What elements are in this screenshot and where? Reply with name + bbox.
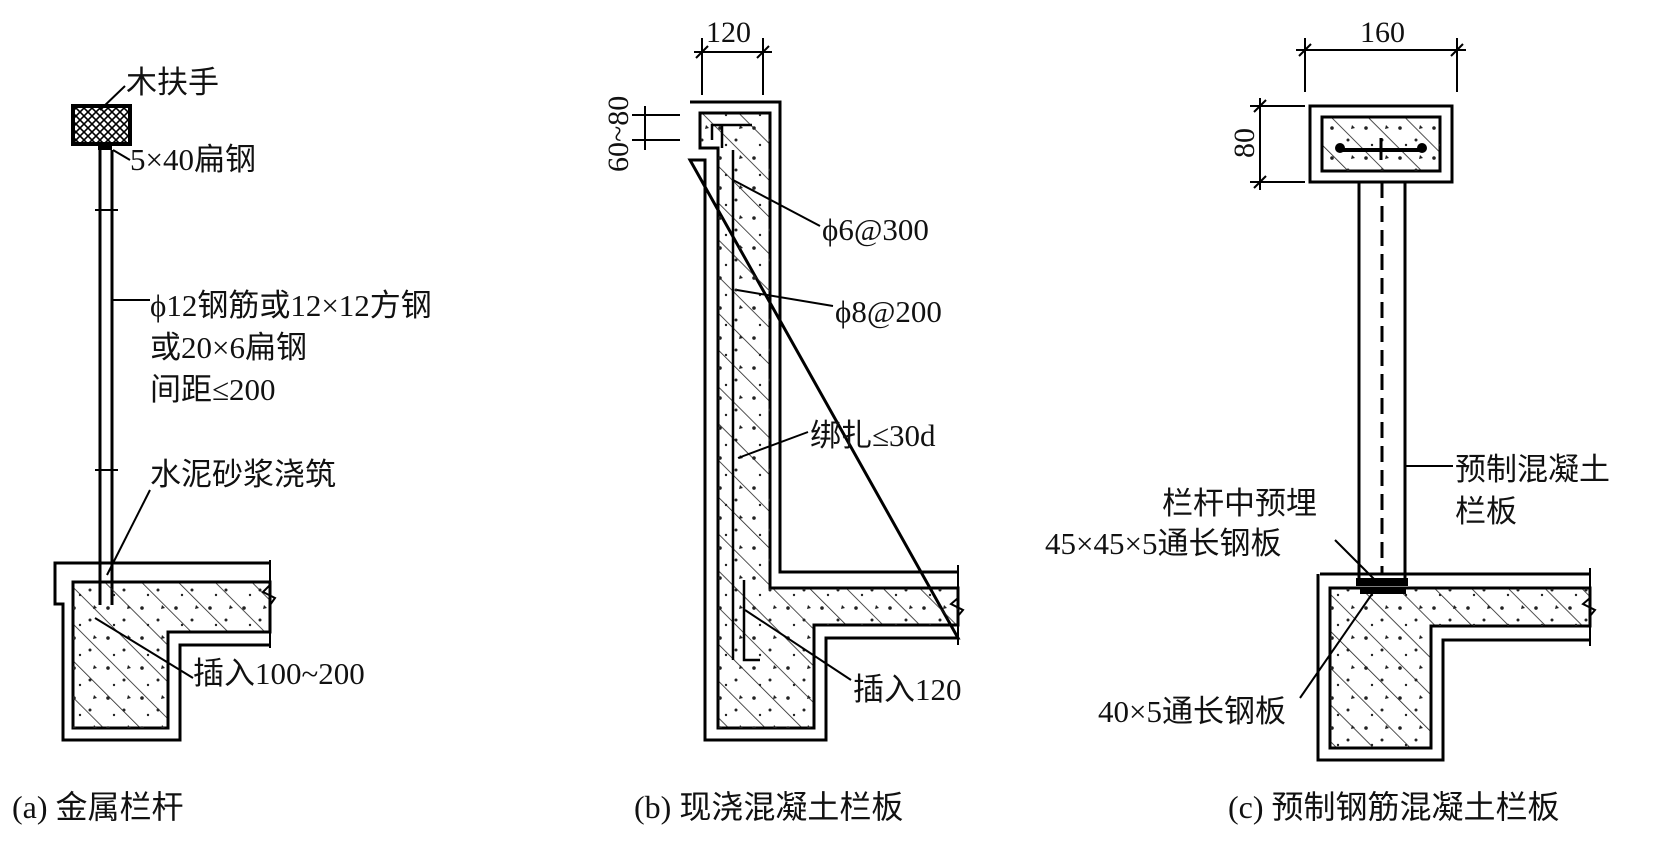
panel-c-precast: 160 80 预制混凝土 栏板 栏杆中预埋 45×45×5通长钢板 (1045, 16, 1610, 825)
caption-c: (c) 预制钢筋混凝土栏板 (1228, 789, 1560, 825)
label-mortar: 水泥砂浆浇筑 (150, 457, 336, 492)
label-bar-line1: ϕ12钢筋或12×12方钢 (150, 288, 432, 323)
label-insert: 插入100~200 (193, 656, 365, 691)
caption-b: (b) 现浇混凝土栏板 (634, 789, 903, 825)
label-embed-line2: 45×45×5通长钢板 (1045, 526, 1281, 561)
label-flat-steel: 5×40扁钢 (130, 142, 256, 177)
label-b-insert: 插入120 (853, 672, 962, 707)
wood-handrail (71, 104, 132, 146)
label-tie: 绑扎≤30d (810, 418, 936, 453)
caption-a: (a) 金属栏杆 (12, 789, 184, 825)
label-rebar2: ϕ8@200 (835, 294, 942, 329)
label-bar-line2: 或20×6扁钢 (150, 330, 307, 365)
embedded-plate (1356, 578, 1408, 586)
label-handrail: 木扶手 (126, 65, 219, 100)
dim-b-width: 120 (706, 16, 751, 49)
slab-c-outline (1316, 572, 1590, 762)
label-precast-line1: 预制混凝土 (1455, 452, 1610, 487)
dim-c-width: 160 (1360, 16, 1405, 49)
panel-b-cast-in-place: 120 60~80 ϕ6@300 ϕ8@200 绑扎≤30d 插入120 (b)… (602, 16, 965, 825)
label-bar-line3: 间距≤200 (150, 372, 276, 407)
parapet-b-outline (687, 100, 961, 742)
label-rebar1: ϕ6@300 (822, 212, 929, 247)
label-embed-line1: 栏杆中预埋 (1162, 486, 1317, 521)
panel-a-metal-railing: 木扶手 5×40扁钢 ϕ12钢筋或12×12方钢 或20×6扁钢 间距≤200 … (12, 65, 432, 825)
dim-c-height: 80 (1228, 128, 1261, 158)
dim-b-height: 60~80 (602, 96, 635, 172)
flat-steel (98, 144, 112, 150)
label-plate: 40×5通长钢板 (1098, 694, 1286, 729)
label-precast-line2: 栏板 (1455, 494, 1517, 529)
slab-a-outline (53, 561, 270, 742)
